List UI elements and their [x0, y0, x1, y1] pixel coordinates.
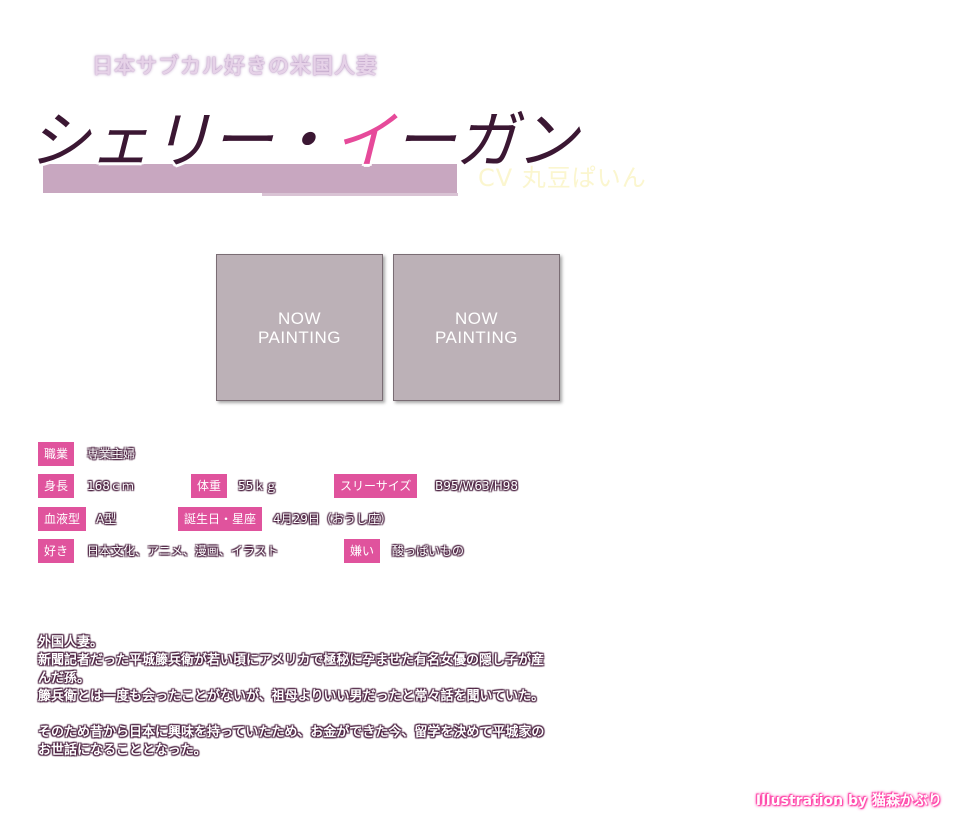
three-size-tag: スリーサイズ	[334, 474, 418, 498]
description-line: 新聞記者だった平城籐兵衛が若い頃にアメリカで極秘に孕ませた有名女優の隠し子が産ん…	[38, 653, 544, 686]
occupation-tag: 職業	[38, 442, 75, 466]
description-line: 外国人妻。	[38, 635, 104, 650]
illustration-credit: Illustration by 猫森かぶり	[755, 793, 942, 809]
name-banner-band	[43, 164, 457, 193]
character-tagline: 日本サブカル好きの米国人妻	[92, 54, 378, 78]
character-description: 外国人妻。 新聞記者だった平城籐兵衛が若い頃にアメリカで極秘に孕ませた有名女優の…	[38, 634, 550, 760]
three-size-value: B95/W63/H98	[435, 479, 519, 493]
occupation-value: 専業主婦	[87, 447, 136, 461]
likes-value: 日本文化、アニメ、漫画、イラスト	[87, 544, 279, 558]
character-image-placeholder-2[interactable]: NOW PAINTING	[393, 254, 560, 401]
character-name-part3: ーガン	[394, 104, 578, 177]
likes-tag: 好き	[38, 539, 75, 563]
weight-value: 55ｋｇ	[238, 479, 278, 493]
dislikes-tag: 嫌い	[344, 539, 381, 563]
character-name-part1: シェリー・	[28, 104, 334, 177]
character-name: シェリー・イーガン	[28, 90, 578, 180]
character-name-accent: イ	[333, 104, 395, 177]
description-line: そのため昔から日本に興味を持っていたため、お金ができた今、留学を決めて平城家のお…	[38, 725, 545, 758]
birthday-tag: 誕生日・星座	[178, 507, 263, 531]
name-banner-subband	[262, 193, 458, 196]
character-image-placeholder-1[interactable]: NOW PAINTING	[216, 254, 383, 401]
now-painting-label: NOW PAINTING	[434, 308, 519, 347]
height-value: 168ｃｍ	[87, 479, 134, 493]
blood-type-value: A型	[96, 512, 117, 526]
weight-tag: 体重	[191, 474, 228, 498]
dislikes-value: 酸っぱいもの	[392, 544, 465, 558]
paragraph-gap	[38, 706, 550, 724]
now-painting-label: NOW PAINTING	[257, 308, 342, 347]
height-tag: 身長	[38, 474, 75, 498]
birthday-value: 4月29日（おうし座）	[273, 512, 392, 526]
blood-type-tag: 血液型	[38, 507, 87, 531]
description-line: 籐兵衛とは一度も会ったことがないが、祖母よりいい男だったと常々話を聞いていた。	[38, 689, 545, 704]
voice-actor-label: CV 丸豆ぱいん	[478, 164, 647, 192]
